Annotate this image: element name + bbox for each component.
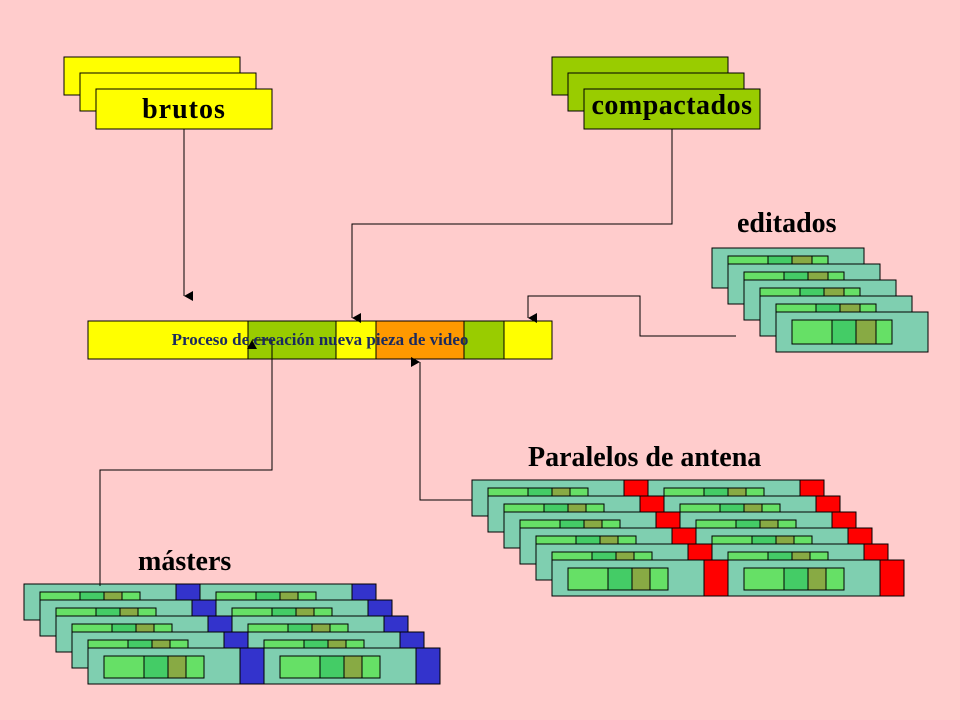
process-label: Proceso de creación nueva pieza de video [171, 330, 469, 349]
clip-frame [875, 319, 893, 345]
clip-frame [567, 567, 609, 591]
clip-frame [631, 567, 651, 591]
arrow-compactados-to-process [351, 129, 673, 323]
clip-frame [343, 655, 363, 679]
paralelos-label: Paralelos de antena [528, 442, 762, 473]
arrow-paralelos-to-process [411, 357, 472, 501]
editados-stack [711, 247, 929, 353]
clip-frame [831, 319, 857, 345]
strip-divider [239, 647, 265, 685]
paralelos-stack [471, 479, 905, 597]
clip-frame [743, 567, 785, 591]
connectors [99, 129, 736, 586]
clip-frame [319, 655, 345, 679]
clip-frame [791, 319, 833, 345]
clip-frame [167, 655, 187, 679]
clip-frame [279, 655, 321, 679]
clip-frame [143, 655, 169, 679]
clip-frame [649, 567, 669, 591]
strip-end [415, 647, 441, 685]
clip-frame [855, 319, 877, 345]
clip-frame [607, 567, 633, 591]
clip-frame [103, 655, 145, 679]
brutos-label: brutos [142, 94, 226, 125]
compactados-label: compactados [591, 90, 753, 121]
clip-frame [807, 567, 827, 591]
arrow-masters-to-process [99, 339, 273, 586]
brutos-stack [63, 56, 273, 130]
clip-frame [361, 655, 381, 679]
clip-frame [825, 567, 845, 591]
arrow-editados-to-process [527, 295, 736, 337]
clip-frame [783, 567, 809, 591]
strip-divider [703, 559, 729, 597]
masters-stack [23, 583, 441, 685]
process-bar [87, 320, 553, 360]
masters-label: másters [138, 546, 232, 577]
compactados-stack [551, 56, 761, 130]
editados-label: editados [737, 208, 837, 239]
strip-end [879, 559, 905, 597]
clip-frame [185, 655, 205, 679]
